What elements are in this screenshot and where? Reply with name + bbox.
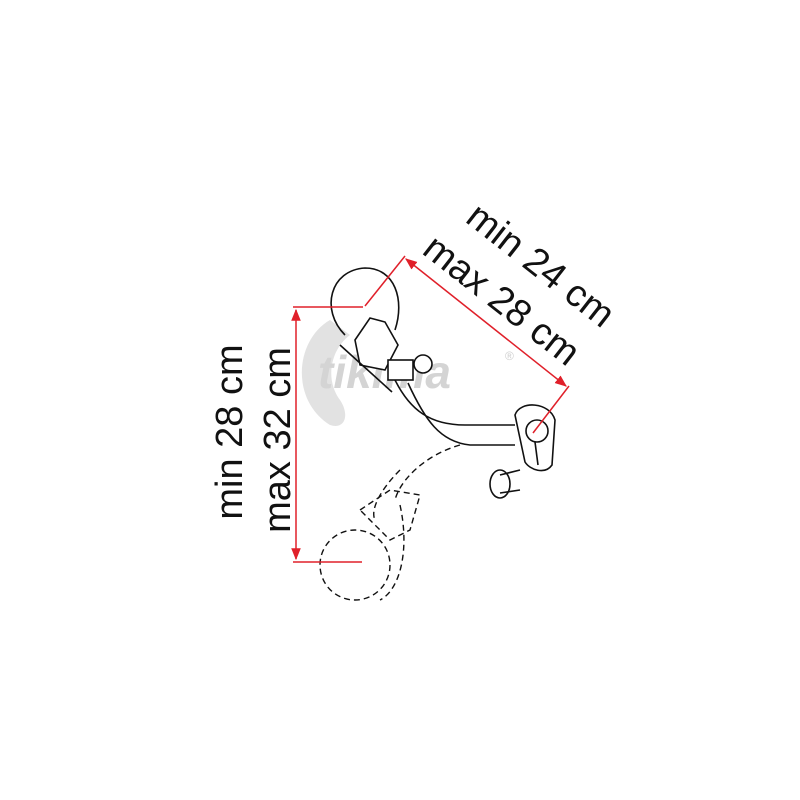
watermark-registered: ® [505,349,514,363]
tube-mount-clamp [489,404,556,499]
reach-dimension [364,255,570,434]
height-max-label: max 32 cm [257,347,299,533]
height-min-label: min 28 cm [209,344,251,519]
height-dimension [291,306,363,563]
lower-frame-clamp-dashed [319,444,461,601]
